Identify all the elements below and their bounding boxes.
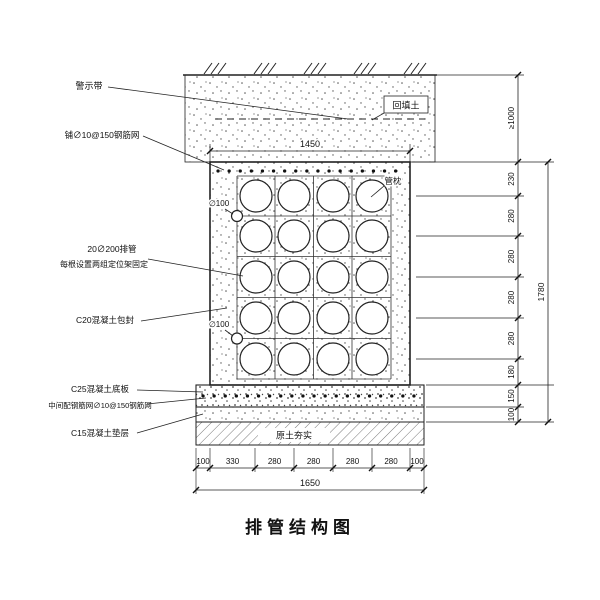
dim-right-2: 280 (507, 249, 516, 263)
dim-right-3: 280 (507, 290, 516, 304)
pipe-circles (239, 179, 389, 376)
leader-lines (107, 86, 349, 434)
spacer-circle-lower (230, 332, 244, 345)
dim-ticks-bottom (192, 147, 428, 494)
dim-bottom-2: 280 (268, 457, 282, 466)
label-cushion: C15混凝土垫层 (71, 428, 129, 438)
labels-left: 警示带 铺∅10@150钢筋网 20∅200排管 每根设置两组定位架固定 C20… (48, 80, 151, 438)
subsoil-label: 原土夯实 (276, 430, 312, 441)
dim-right-1: 280 (507, 209, 516, 223)
dim-top-width: 1450 (209, 138, 411, 162)
cushion-layer (195, 406, 425, 423)
subsoil-band: 原土夯实 (195, 421, 425, 446)
label-top-mesh: 铺∅10@150钢筋网 (65, 130, 140, 140)
label-warning-tape: 警示带 (75, 80, 102, 91)
label-pipes-line2: 每根设置两组定位架固定 (60, 259, 148, 269)
backfill-label-box (383, 95, 429, 114)
label-base-slab: C25混凝土底板 (71, 384, 130, 394)
dim-right-5: 180 (507, 365, 516, 379)
dim-bottom-1: 330 (226, 457, 240, 466)
pipe-encasement: ∅100 ∅100 管枕 (207, 161, 411, 386)
dim-bottom-6: 100 (410, 457, 424, 466)
dim-right-6: 150 (507, 389, 516, 403)
dims-right: ≥1000 230 280 280 280 280 180 150 100 17… (412, 71, 554, 426)
dim-bottom-4: 280 (346, 457, 360, 466)
dim-bottom-0: 100 (196, 457, 210, 466)
label-slab-mesh: 中间配钢筋网∅10@150钢筋网 (48, 400, 151, 410)
label-encasement: C20混凝土包封 (76, 315, 135, 325)
dim-bottom-total: 1650 (300, 478, 320, 488)
subsoil-label-bg (258, 428, 330, 442)
extension-lines-right (412, 74, 554, 423)
spacer-circle-upper (230, 209, 244, 223)
dim-right-0: 230 (507, 172, 516, 186)
label-pipes-line1: 20∅200排管 (87, 244, 136, 254)
drawing-title: 排管结构图 (245, 517, 355, 537)
dim-bottom-3: 280 (307, 457, 321, 466)
dim-bottom-5: 280 (384, 457, 398, 466)
backfill-label: 回填土 (392, 100, 419, 111)
base-slab (195, 384, 425, 408)
dim-top-width-value: 1450 (300, 139, 320, 149)
dim-ticks-right (514, 71, 552, 426)
spacer-dia-upper-label: ∅100 (209, 199, 230, 208)
dim-right-4: 280 (507, 331, 516, 345)
dims-bottom: 100 330 280 280 280 280 100 1650 (192, 147, 428, 494)
pipe-positioning-lattice (236, 175, 392, 380)
ground-surface (183, 62, 437, 76)
spacer-dia-lower-label: ∅100 (209, 320, 230, 329)
dim-right-7: 100 (507, 407, 516, 421)
dim-right-total: 1780 (536, 282, 546, 301)
pipe-pillow-label: 管枕 (384, 176, 402, 186)
dim-cover-depth: ≥1000 (507, 106, 516, 129)
ground-hatch-marks (203, 62, 427, 75)
